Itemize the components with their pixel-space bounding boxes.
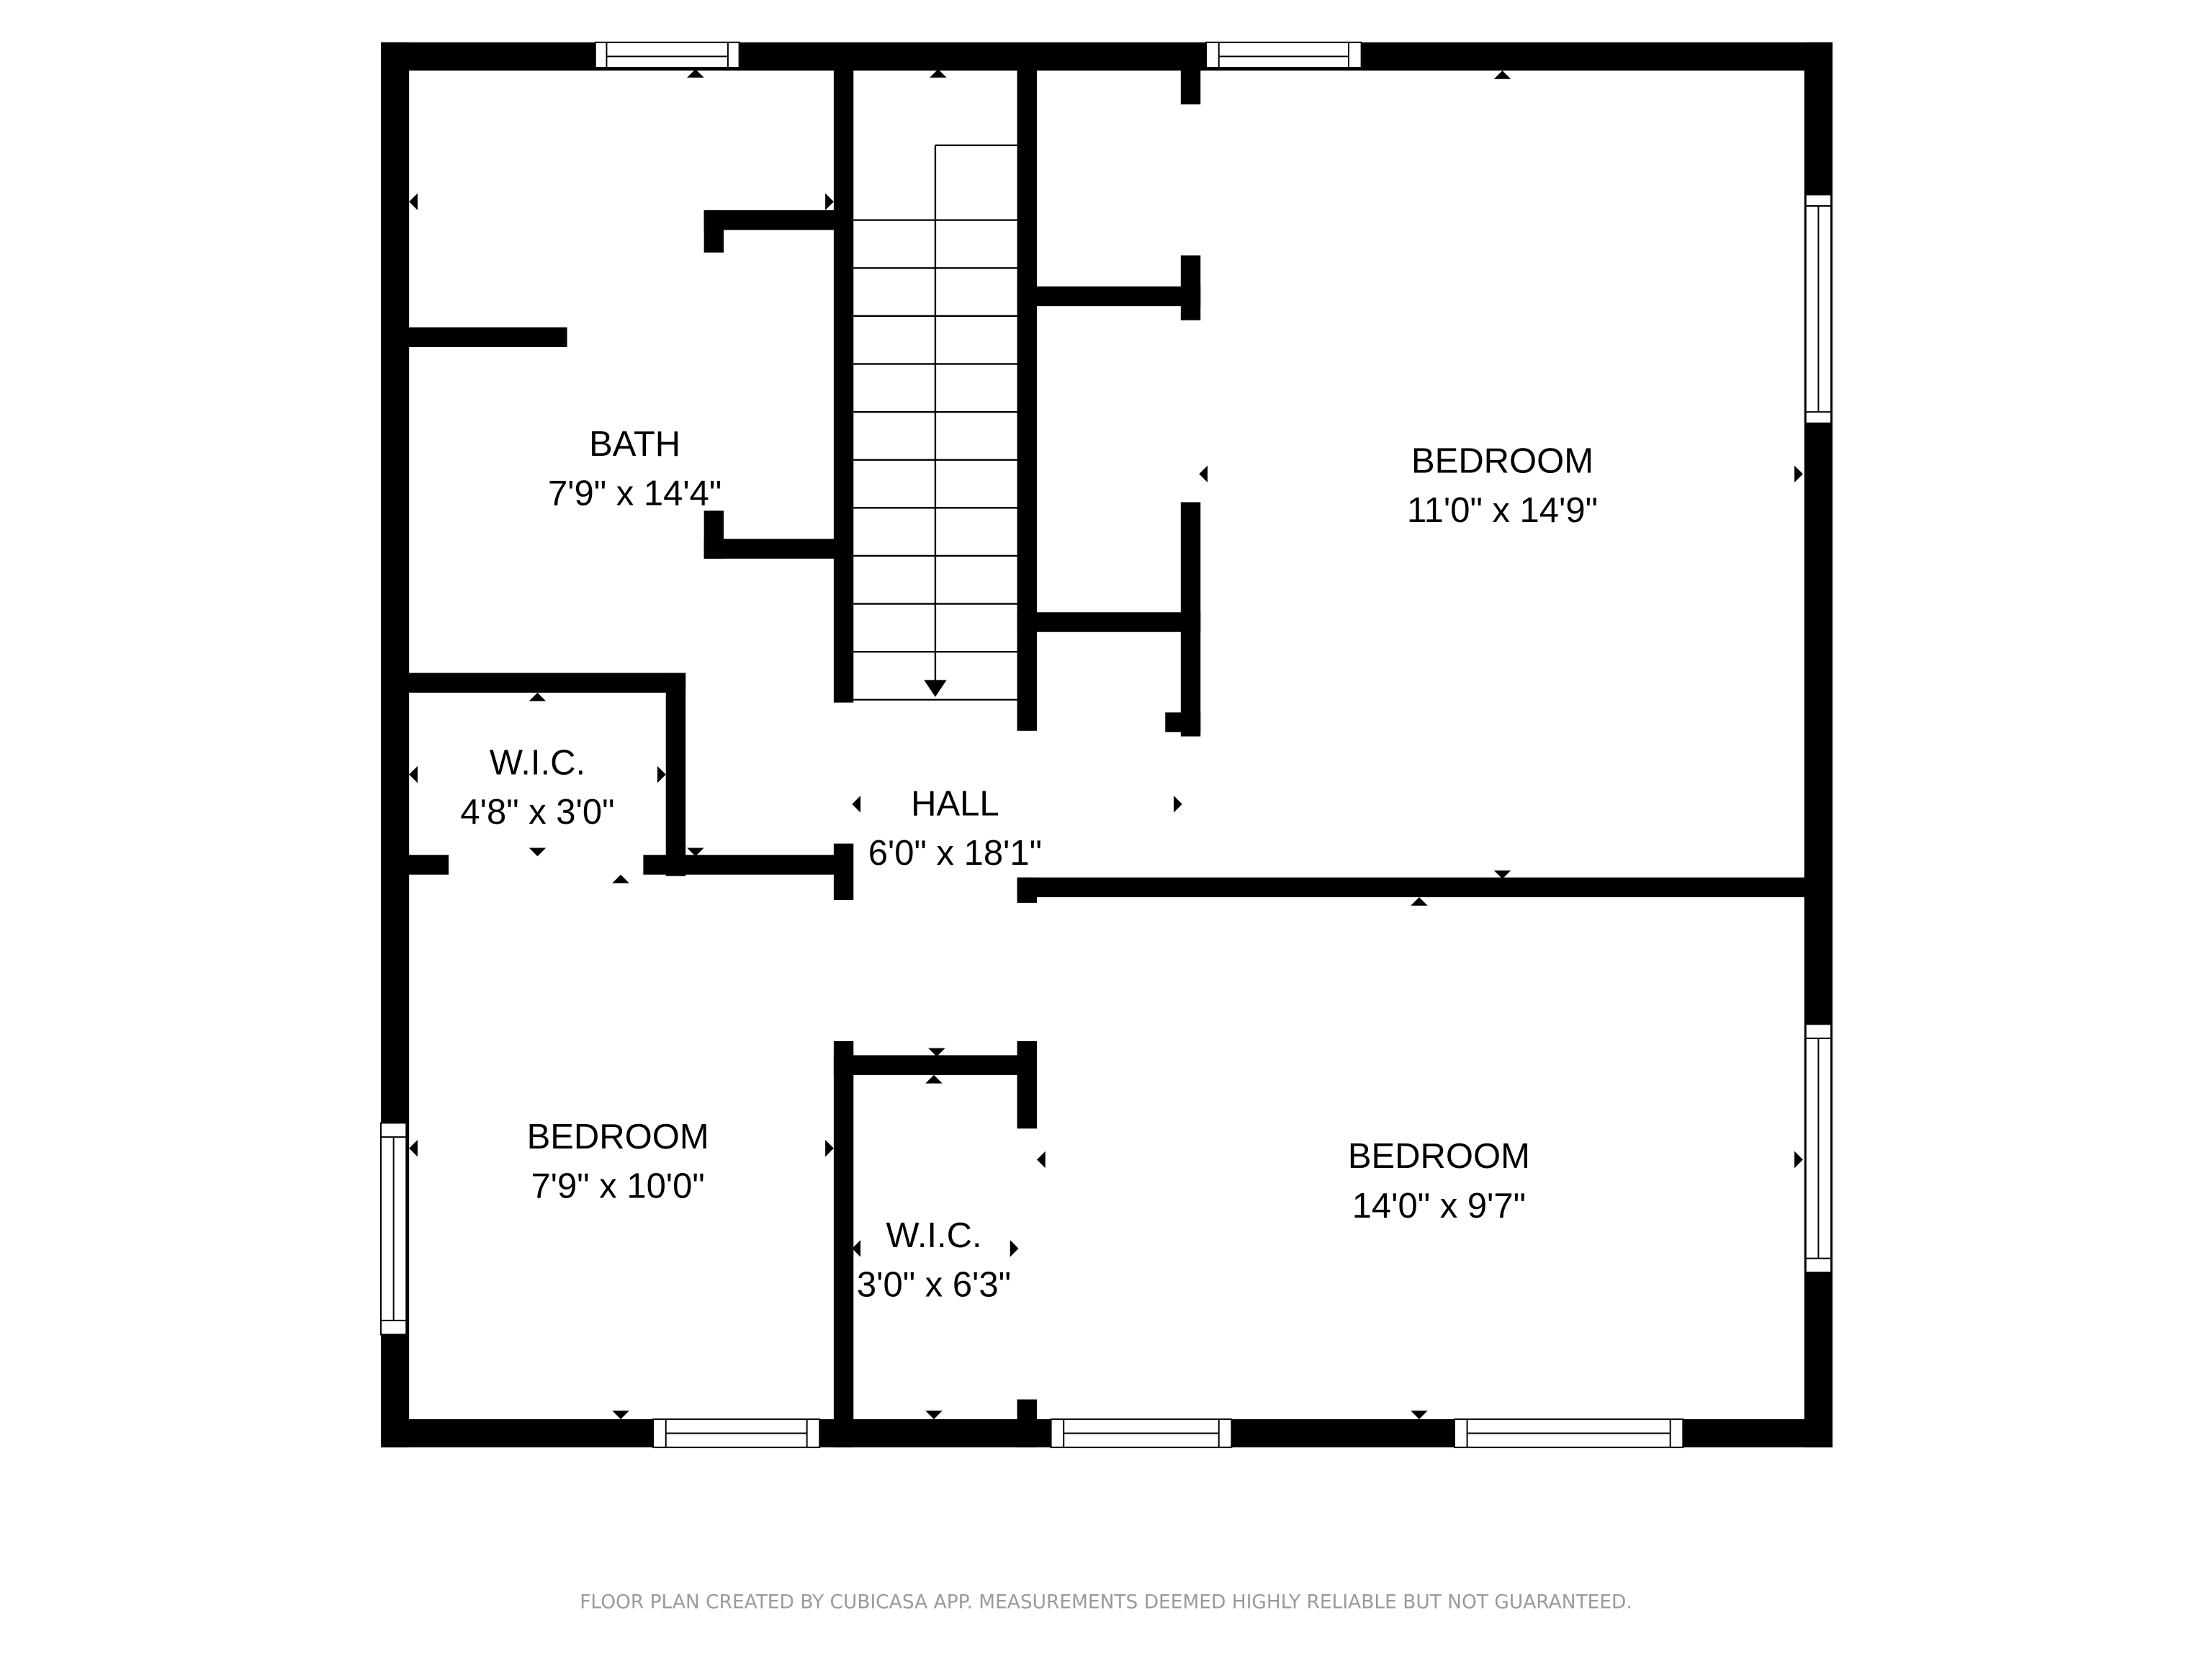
exterior-walls — [380, 42, 1833, 1448]
room-dimensions: 7'9" x 10'0" — [531, 1166, 704, 1205]
dimension-markers — [409, 69, 1803, 1419]
room-wic-1: W.I.C. 4'8" x 3'0" — [460, 744, 614, 832]
room-name: BATH — [589, 425, 680, 464]
room-name: BEDROOM — [527, 1118, 709, 1156]
room-hall: HALL 6'0" x 18'1" — [868, 784, 1042, 873]
room-name: W.I.C. — [490, 744, 585, 783]
room-name: BEDROOM — [1411, 441, 1593, 480]
staircase — [853, 144, 1017, 701]
interior-walls — [406, 68, 1833, 1448]
room-dimensions: 3'0" x 6'3" — [857, 1265, 1011, 1304]
room-wic-2: W.I.C. 3'0" x 6'3" — [857, 1216, 1011, 1305]
footer-disclaimer: FLOOR PLAN CREATED BY CUBICASA APP. MEAS… — [580, 1591, 1632, 1613]
windows — [380, 41, 1832, 1449]
room-name: BEDROOM — [1348, 1137, 1530, 1176]
room-name: W.I.C. — [886, 1216, 981, 1255]
room-name: HALL — [911, 784, 999, 823]
room-dimensions: 7'9" x 14'4" — [548, 474, 721, 513]
room-dimensions: 14'0" x 9'7" — [1352, 1187, 1526, 1226]
room-dimensions: 6'0" x 18'1" — [868, 834, 1042, 873]
room-dimensions: 11'0" x 14'9" — [1407, 491, 1598, 530]
room-dimensions: 4'8" x 3'0" — [460, 793, 614, 832]
room-bedroom-ne: BEDROOM 11'0" x 14'9" — [1407, 441, 1598, 530]
room-bedroom-se: BEDROOM 14'0" x 9'7" — [1348, 1137, 1530, 1226]
room-bedroom-sw: BEDROOM 7'9" x 10'0" — [527, 1118, 709, 1206]
room-bath: BATH 7'9" x 14'4" — [548, 425, 721, 513]
